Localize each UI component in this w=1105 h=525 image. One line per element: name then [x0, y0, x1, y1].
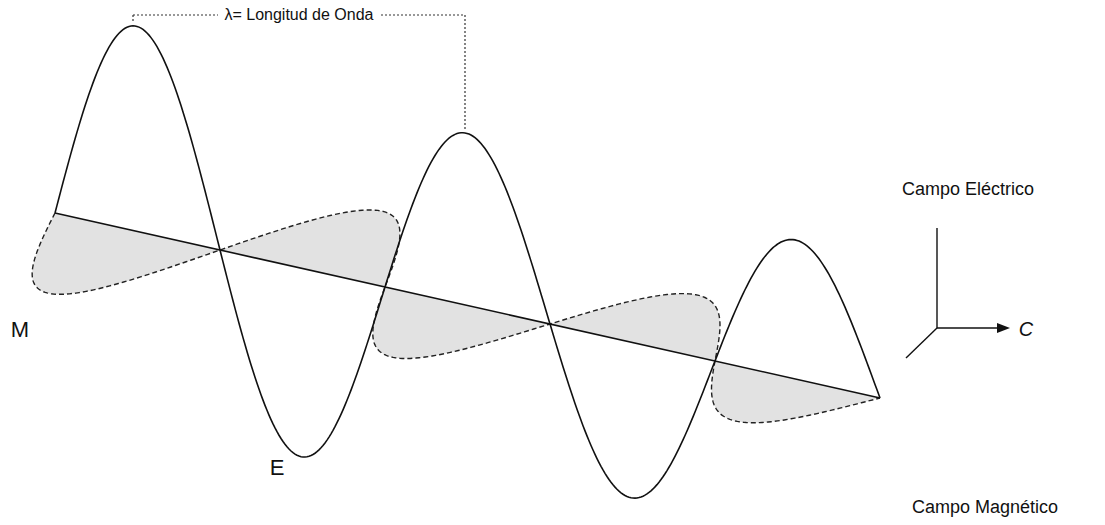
wavelength-tick	[132, 15, 133, 23]
axis-label: Campo Magnético	[912, 498, 1058, 518]
field-letter: M	[11, 318, 29, 342]
electric-field-wave	[55, 26, 880, 498]
magnetic-axis	[906, 328, 937, 358]
arrow-head	[997, 323, 1010, 333]
wavelength-tick	[464, 15, 465, 129]
axis-letter: C	[1019, 318, 1033, 340]
propagation-axis	[55, 213, 880, 398]
wavelength-label: λ= Longitud de Onda	[218, 6, 379, 24]
electric-axis	[936, 228, 937, 328]
axis-label: Campo Eléctrico	[902, 180, 1034, 200]
propagation-direction	[937, 327, 1000, 328]
magnetic-field-fill	[32, 210, 880, 423]
field-letter: E	[270, 456, 285, 480]
magnetic-field-wave	[32, 210, 880, 423]
